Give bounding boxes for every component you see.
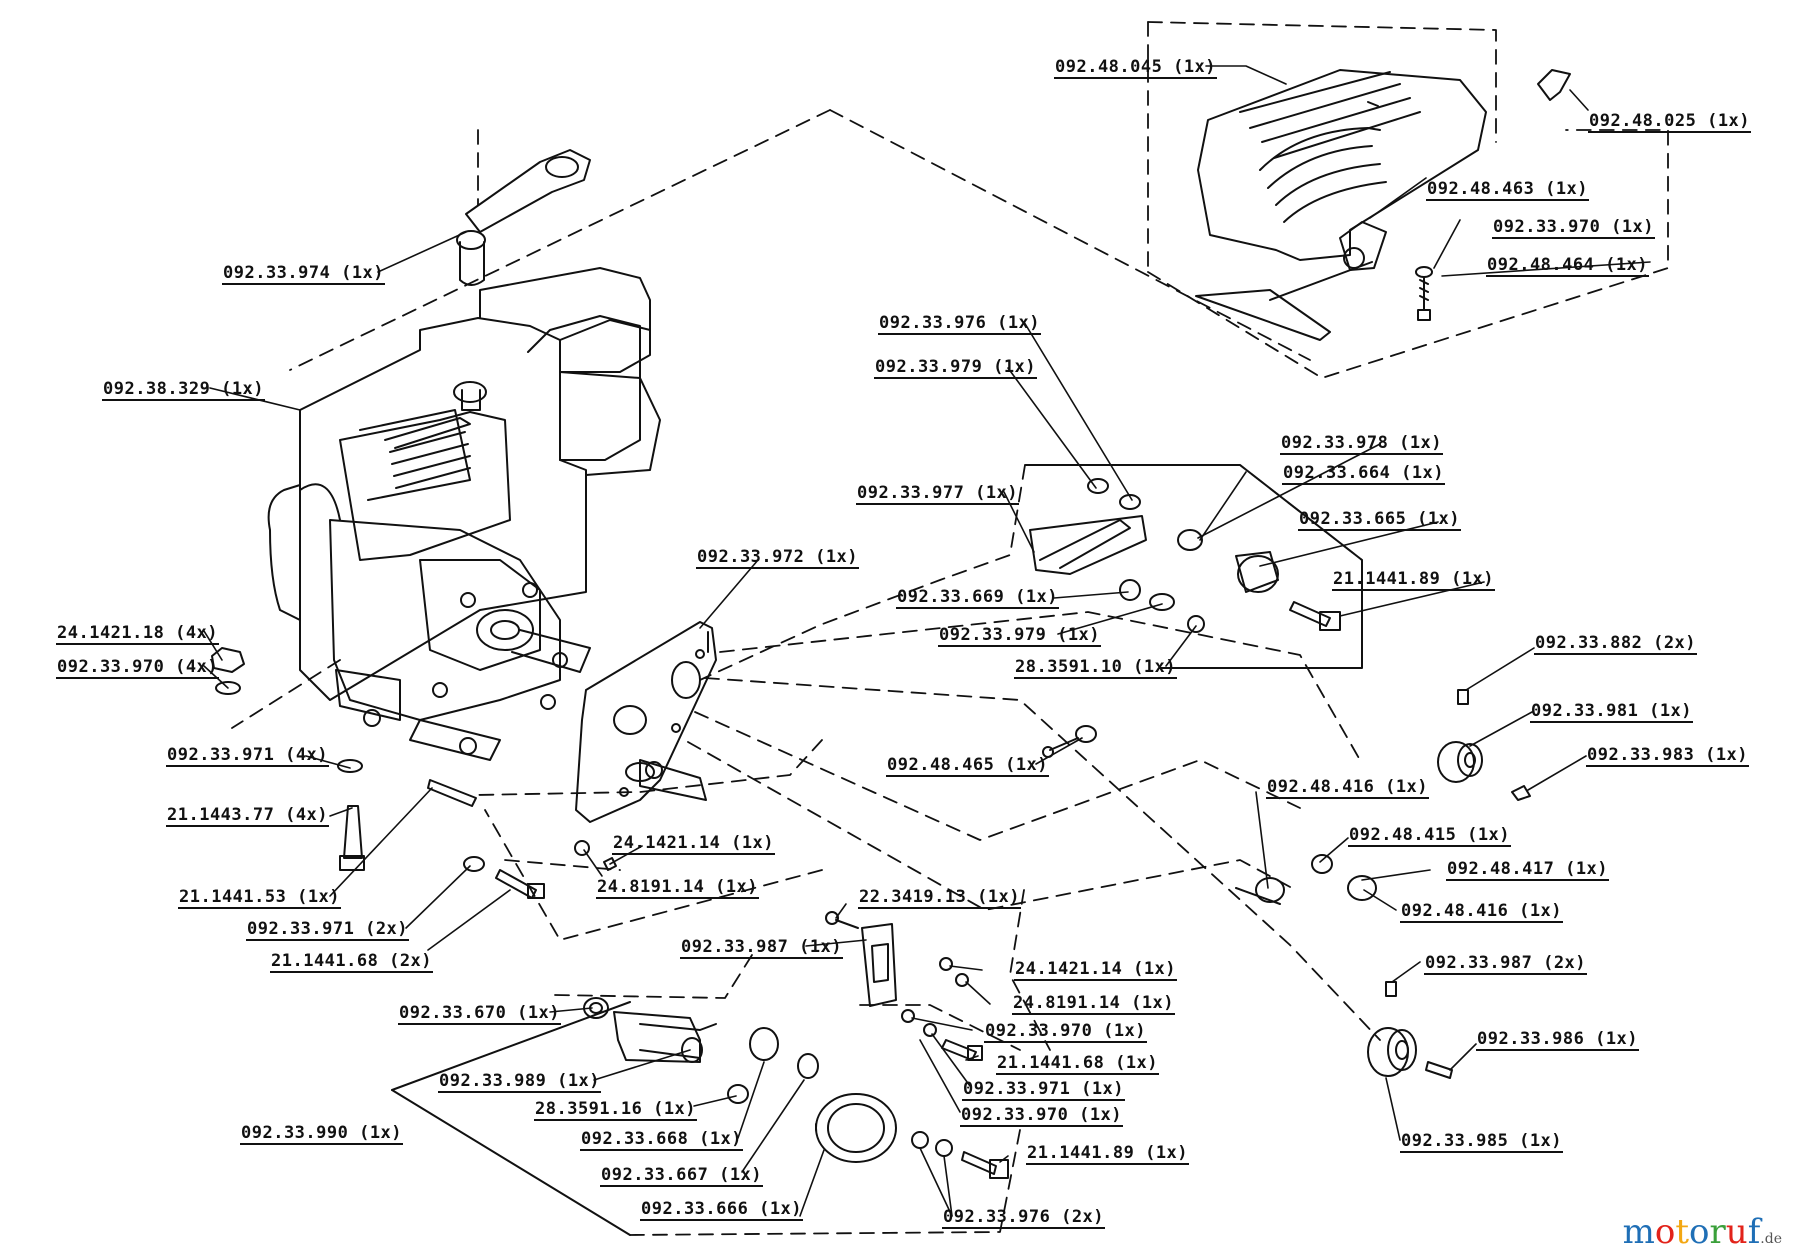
part-label-bracket-washer: 24.8191.14 (1x) (1012, 993, 1176, 1015)
bracket-group (825, 911, 983, 1061)
part-label-tension-sleeve: 092.33.667 (1x) (600, 1165, 764, 1187)
part-label-washer-plate: 092.33.971 (2x) (246, 919, 410, 941)
part-label-bracket-washer-2: 092.33.970 (1x) (984, 1021, 1148, 1043)
part-label-bracket-screw: 22.3419.13 (1x) (858, 887, 1022, 909)
watermark-letter-2: o (1654, 1212, 1676, 1252)
watermark-letter-3: t (1675, 1212, 1690, 1252)
part-label-cover-clip: 092.48.025 (1x) (1588, 111, 1752, 133)
watermark-letter-7: f (1747, 1212, 1761, 1252)
part-label-idler-2: 092.48.415 (1x) (1348, 825, 1512, 847)
part-label-tension-arm: 092.33.989 (1x) (438, 1071, 602, 1093)
part-label-link-rod: 092.48.465 (1x) (886, 755, 1050, 777)
part-label-cover-bracket: 092.48.463 (1x) (1426, 179, 1590, 201)
plate-hardware-group (463, 840, 617, 899)
part-label-bracket-nut: 24.1421.14 (1x) (1014, 959, 1178, 981)
part-label-pulley2-screw: 092.33.987 (2x) (1424, 953, 1588, 975)
part-label-bracket: 092.33.987 (1x) (680, 937, 844, 959)
part-label-tension-bushing: 092.33.668 (1x) (580, 1129, 744, 1151)
tension-assembly-group (391, 997, 1009, 1236)
watermark-letter-4: o (1689, 1212, 1710, 1252)
part-label-arm-4: 092.33.664 (1x) (1282, 463, 1446, 485)
part-label-roller-washer: 092.33.976 (2x) (942, 1207, 1106, 1229)
part-label-cover-washer: 092.33.970 (1x) (1492, 217, 1656, 239)
cover-group (1195, 69, 1571, 341)
pulley2-group (1367, 981, 1453, 1079)
part-label-arm-7: 092.33.979 (1x) (938, 625, 1102, 647)
idler-group (1235, 854, 1377, 905)
part-label-pulley: 092.33.981 (1x) (1530, 701, 1694, 723)
mounting-plate-group (575, 621, 717, 823)
engine-hardware-group (211, 647, 477, 871)
part-label-pulley2-key: 092.33.986 (1x) (1476, 1029, 1640, 1051)
part-label-nut-engine: 24.1421.18 (4x) (56, 623, 220, 645)
leader-lines (203, 65, 1651, 1217)
part-label-tension-roller: 092.33.666 (1x) (640, 1199, 804, 1221)
part-label-idler-3: 092.48.417 (1x) (1446, 859, 1610, 881)
part-label-nut-plate: 24.1421.14 (1x) (612, 833, 776, 855)
engine-group (267, 267, 661, 761)
part-label-arm-5: 092.33.977 (1x) (856, 483, 1020, 505)
throttle-lever-group (456, 149, 591, 286)
part-label-pulley-screw: 092.33.882 (2x) (1534, 633, 1698, 655)
part-label-bolt-long: 21.1441.53 (1x) (178, 887, 342, 909)
cover-screw-group (1415, 266, 1433, 321)
arm-assembly-group (1025, 464, 1363, 669)
part-label-cover-screw: 092.48.464 (1x) (1486, 255, 1650, 277)
part-label-washer-engine: 092.33.970 (4x) (56, 657, 220, 679)
part-label-washer-engine-bottom: 092.33.971 (4x) (166, 745, 330, 767)
part-label-bracket-washer-3: 092.33.971 (1x) (962, 1079, 1126, 1101)
part-label-bolt-plate: 21.1441.68 (2x) (270, 951, 434, 973)
part-label-washer-plate-small: 24.8191.14 (1x) (596, 877, 760, 899)
part-label-bracket-bolt: 21.1441.68 (1x) (996, 1053, 1160, 1075)
part-label-cover: 092.48.045 (1x) (1054, 57, 1218, 79)
pulley-group (1437, 689, 1531, 801)
part-label-throttle-lever: 092.33.974 (1x) (222, 263, 386, 285)
watermark-letter-5: r (1709, 1212, 1726, 1252)
part-label-arm-6: 092.33.665 (1x) (1298, 509, 1462, 531)
brand-watermark: motoruf.de (1623, 1212, 1782, 1252)
part-label-roller-bolt: 21.1441.89 (1x) (1026, 1143, 1190, 1165)
part-label-tension-clip: 28.3591.16 (1x) (534, 1099, 698, 1121)
part-label-bolt-engine: 21.1443.77 (4x) (166, 805, 330, 827)
part-label-engine: 092.38.329 (1x) (102, 379, 266, 401)
assembly-lines (231, 21, 1669, 1236)
watermark-tld: .de (1760, 1231, 1782, 1247)
watermark-letter-1: m (1622, 1212, 1655, 1252)
part-label-idler-4: 092.48.416 (1x) (1400, 901, 1564, 923)
part-label-arm-spring: 092.33.669 (1x) (896, 587, 1060, 609)
part-label-arm-3: 092.33.978 (1x) (1280, 433, 1444, 455)
part-label-tension-spring: 092.33.670 (1x) (398, 1003, 562, 1025)
part-label-plate: 092.33.972 (1x) (696, 547, 860, 569)
part-label-bracket-washer-4: 092.33.970 (1x) (960, 1105, 1124, 1127)
watermark-letter-6: u (1725, 1212, 1748, 1252)
part-label-idler-1: 092.48.416 (1x) (1266, 777, 1430, 799)
part-label-arm-1: 092.33.976 (1x) (878, 313, 1042, 335)
part-label-arm-2: 092.33.979 (1x) (874, 357, 1038, 379)
link-rod-group (1042, 725, 1097, 758)
part-label-pulley2: 092.33.985 (1x) (1400, 1131, 1564, 1153)
part-label-pulley-key: 092.33.983 (1x) (1586, 745, 1750, 767)
part-label-arm-bolt: 21.1441.89 (1x) (1332, 569, 1496, 591)
part-label-arm-8: 28.3591.10 (1x) (1014, 657, 1178, 679)
part-label-tension-assembly: 092.33.990 (1x) (240, 1123, 404, 1145)
